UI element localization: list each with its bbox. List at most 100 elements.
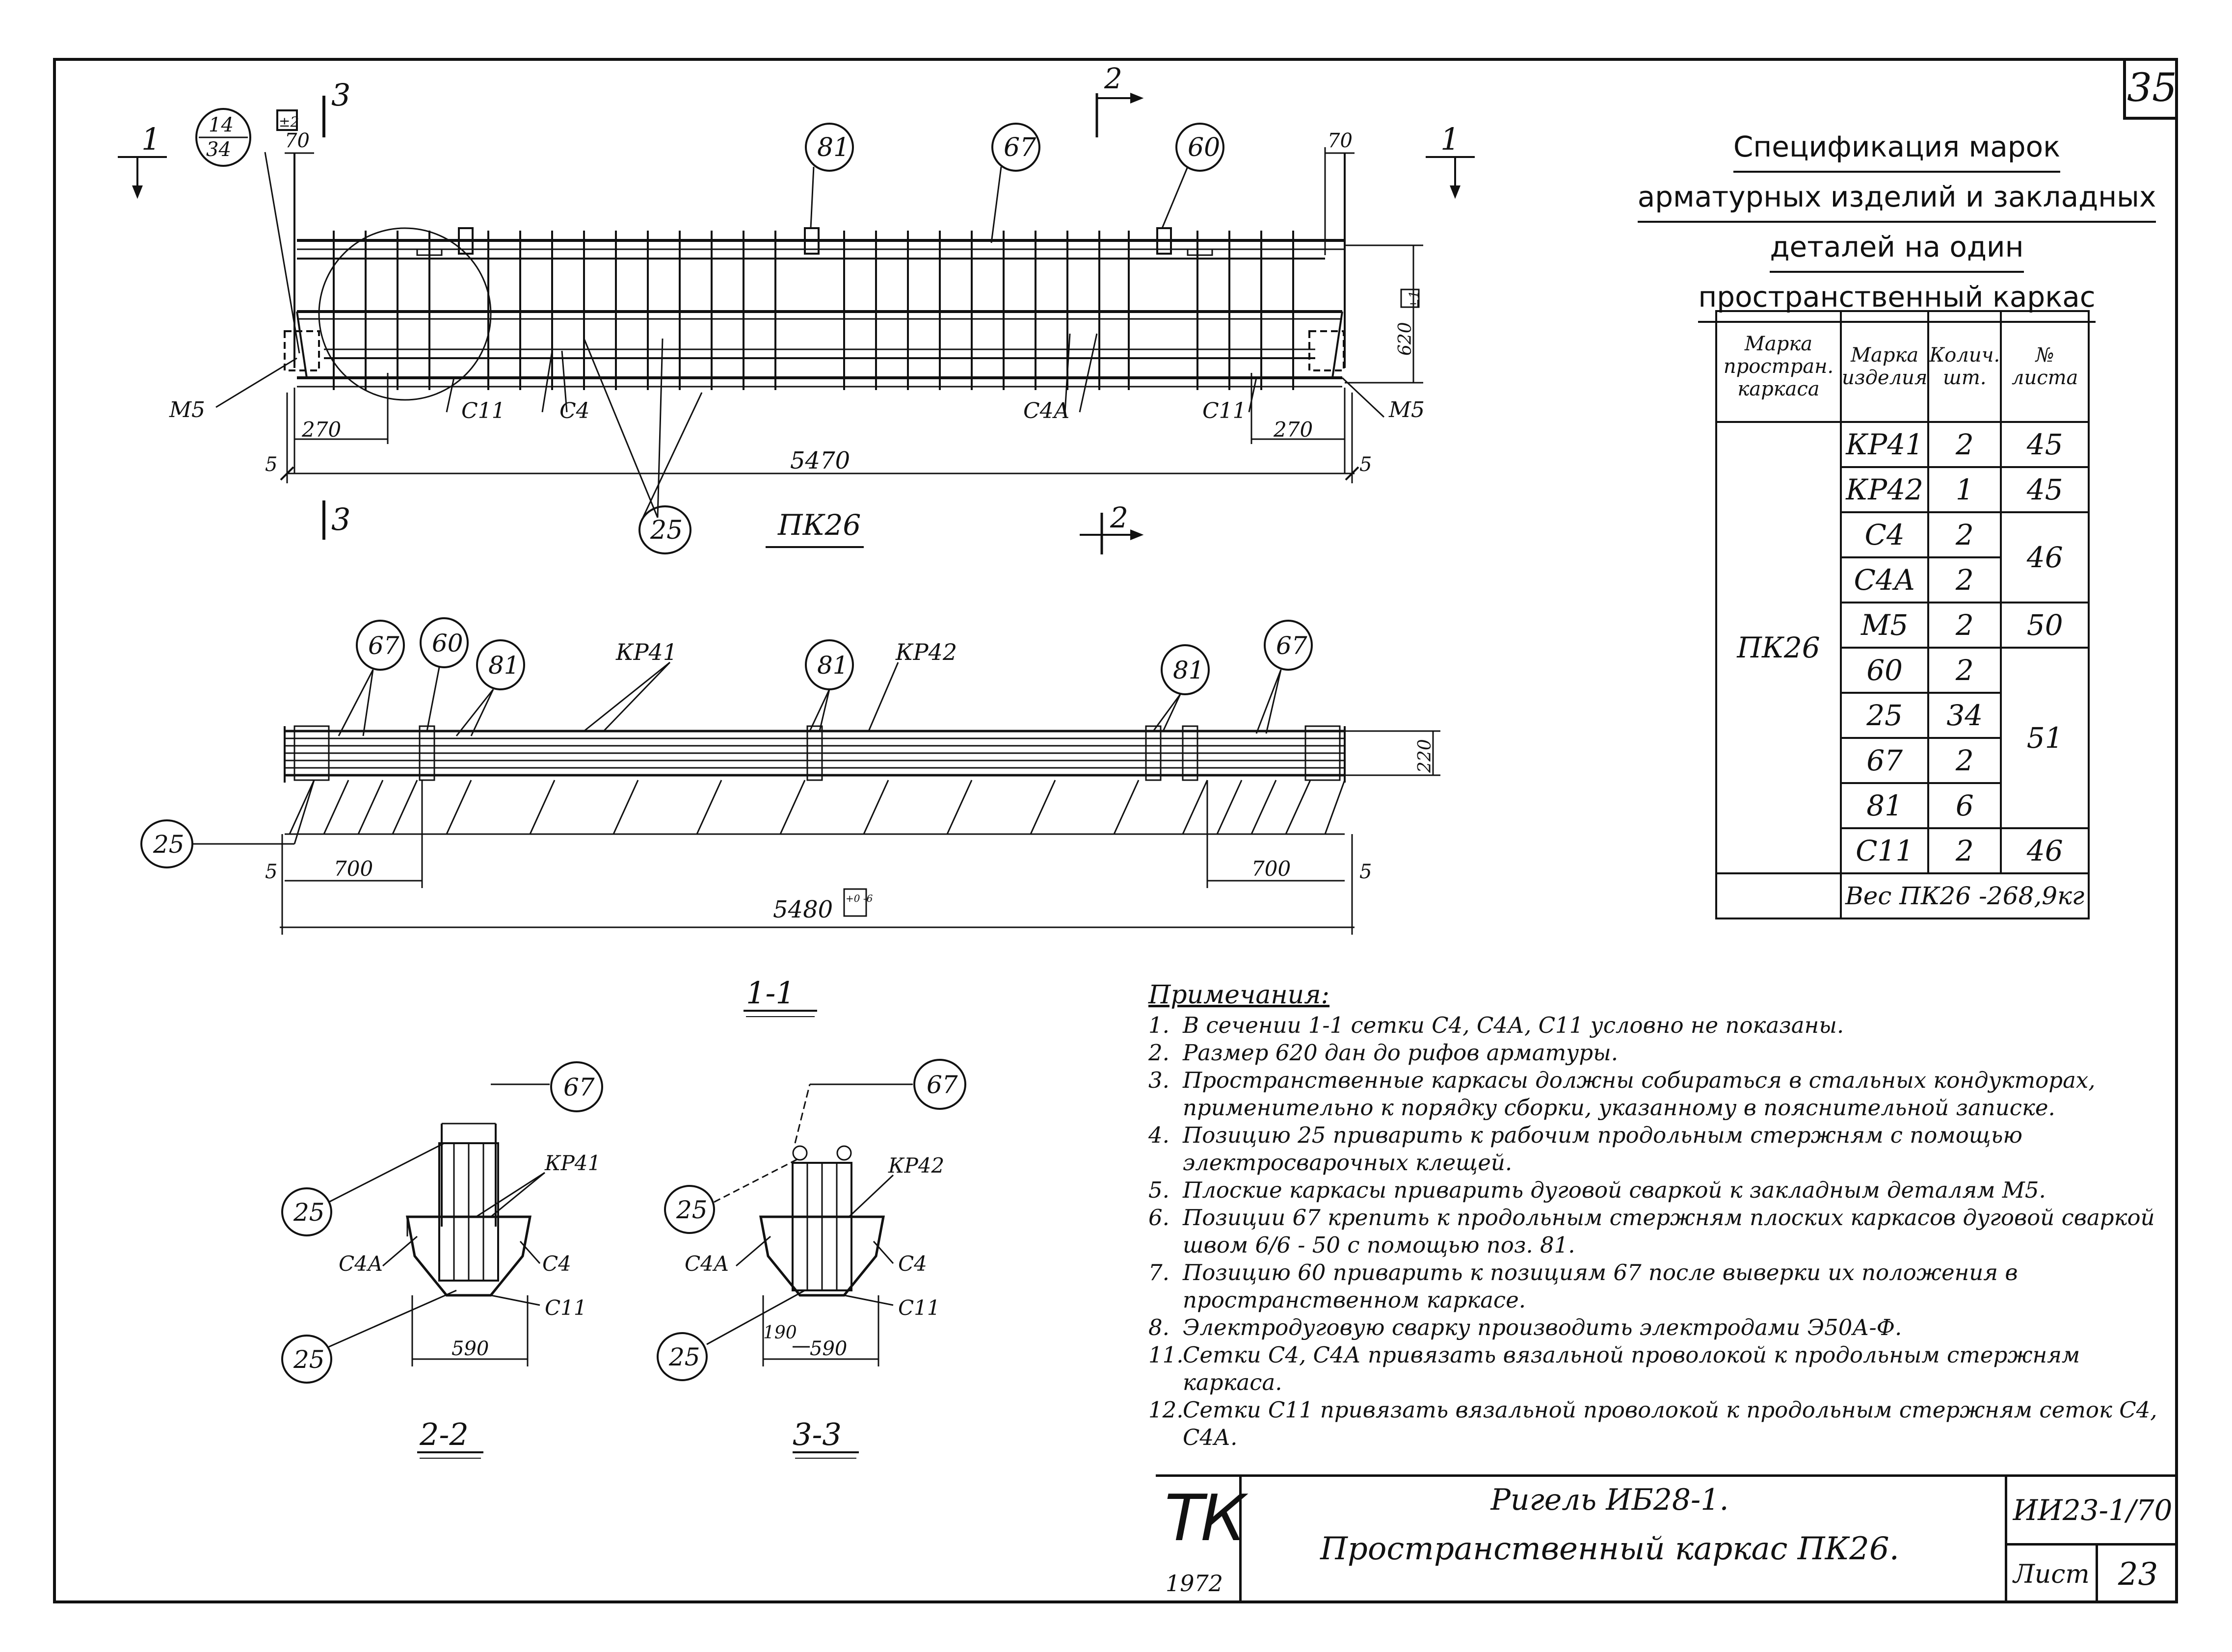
cut-1-left: 1 — [141, 121, 160, 157]
note-num: 1. — [1148, 1012, 1169, 1038]
spec-qty: 1 — [1927, 466, 2002, 513]
callout-top-den: 34 — [206, 138, 231, 161]
spec-header-item: Марка изделия — [1839, 310, 1930, 423]
section-2-2 — [281, 1061, 603, 1459]
dim-270-left: 270 — [301, 418, 341, 442]
note-text: Сетки С4, С4А привязать вязальной провол… — [1183, 1342, 2080, 1395]
s22-label-c4: С4 — [542, 1252, 571, 1276]
spec-sheet: 45 — [2000, 466, 2090, 513]
table-row: 67 2 — [1716, 737, 2089, 784]
spec-item: КР42 — [1839, 466, 1930, 513]
dim-5480: 5480 — [773, 896, 833, 923]
note-text: Размер 620 дан до рифов арматуры. — [1183, 1040, 1619, 1066]
table-row: 25 34 — [1716, 692, 2089, 739]
dim-700-right: 700 — [1251, 857, 1291, 881]
dim-70-right: 70 — [1328, 130, 1353, 152]
cut-2-bottom: 2 — [1110, 501, 1128, 534]
cut-2-top: 2 — [1104, 62, 1122, 95]
s22-mark-67: 67 — [563, 1073, 595, 1101]
s22-mark-25-bottom: 25 — [293, 1345, 325, 1374]
drawing-frame — [53, 58, 2178, 1603]
spec-qty: 2 — [1927, 827, 2002, 874]
s22-label-kr41: КР41 — [544, 1151, 601, 1175]
note-num: 5. — [1148, 1177, 1169, 1203]
spec-header-qty: Колич. шт. — [1927, 310, 2002, 423]
note-num: 11. — [1148, 1342, 1184, 1368]
stamp-title-1: Ригель ИБ28-1. — [1490, 1483, 1729, 1517]
notes: Примечания: 1.В сечении 1-1 сетки С4, С4… — [1148, 981, 2179, 1451]
note-text: Позиции 67 крепить к продольным стержням… — [1183, 1205, 2155, 1258]
s22-dim-590: 590 — [452, 1337, 489, 1360]
spec-item: С4А — [1839, 556, 1930, 603]
spec-qty: 2 — [1927, 737, 2002, 784]
table-row: 60 2 51 — [1716, 647, 2090, 829]
s22-mark-25-top: 25 — [293, 1198, 325, 1227]
spec-sheet: 51 — [2000, 647, 2090, 829]
section-label-1-1: 1-1 — [746, 975, 795, 1011]
dim-5470: 5470 — [790, 447, 850, 474]
dim-700-left: 700 — [334, 857, 373, 881]
note-text: Пространственные каркасы должны собирать… — [1183, 1067, 2096, 1121]
mark-67: 67 — [1004, 133, 1036, 162]
spec-qty: 2 — [1927, 602, 2002, 649]
s11-label-kr41: КР41 — [615, 639, 677, 665]
spec-title-line: деталей на один — [1770, 223, 2024, 273]
s33-mark-25-bottom: 25 — [668, 1343, 700, 1371]
table-row: М5 2 50 — [1716, 602, 2090, 649]
note-num: 6. — [1148, 1205, 1169, 1231]
note-item: 8. Электродуговую сварку производить элек… — [1148, 1314, 2179, 1341]
stamp-divider — [2005, 1477, 2007, 1603]
s11-dim-5-left: 5 — [265, 861, 277, 883]
table-row: Вес ПК26 -268,9кг — [1715, 872, 2090, 919]
s33-label-kr42: КР42 — [888, 1154, 944, 1178]
spec-table: Марка простран. каркаса Марка изделия Ко… — [1715, 310, 2090, 919]
spec-qty: 2 — [1927, 556, 2002, 603]
label-m5-left: М5 — [169, 397, 205, 422]
label-c4: С4 — [559, 398, 590, 423]
spec-qty: 6 — [1927, 782, 2002, 829]
dim-270-right: 270 — [1273, 418, 1313, 442]
spec-title: Спецификация марок арматурных изделий и … — [1629, 123, 2164, 323]
note-num: 8. — [1148, 1314, 1169, 1340]
callout-top-num: 14 — [209, 114, 234, 136]
s11-mark-60: 60 — [432, 629, 463, 657]
note-num: 2. — [1148, 1040, 1169, 1066]
note-text: Позицию 60 приварить к позициям 67 после… — [1183, 1259, 2018, 1313]
sheet-number: 35 — [2123, 58, 2178, 120]
s33-label-c4a: С4А — [685, 1252, 729, 1276]
tol-pm1: ±1 — [1407, 290, 1422, 309]
s33-mark-67: 67 — [927, 1071, 958, 1099]
cut-3-bottom: 3 — [331, 501, 350, 537]
spec-item: М5 — [1839, 602, 1930, 649]
label-m5-right: М5 — [1388, 397, 1425, 422]
table-row: ПК26 КР41 2 45 — [1715, 421, 2090, 874]
note-item: 2. Размер 620 дан до рифов арматуры. — [1148, 1039, 2179, 1067]
cut-3-top: 3 — [331, 77, 350, 113]
s33-dim-590: 590 — [810, 1337, 847, 1360]
s33-dim-190: 190 — [763, 1323, 797, 1343]
note-text: Позицию 25 приварить к рабочим продольны… — [1183, 1122, 2022, 1176]
mark-25: 25 — [650, 516, 683, 545]
dim-220: 220 — [1415, 739, 1435, 773]
note-text: Электродуговую сварку производить электр… — [1183, 1314, 1902, 1340]
label-c11-right: С11 — [1202, 398, 1247, 423]
spec-header-sheet: № листа — [2000, 310, 2090, 423]
spec-title-line: Спецификация марок — [1733, 123, 2061, 173]
note-item: 5.Плоские каркасы приварить дуговой свар… — [1148, 1177, 2179, 1204]
spec-weight: Вес ПК26 -268,9кг — [1839, 872, 2090, 919]
spec-item: КР41 — [1839, 421, 1930, 468]
spec-sheet: 50 — [2000, 602, 2090, 649]
dim-5-left: 5 — [265, 453, 277, 476]
stamp-year: 1972 — [1166, 1570, 1223, 1597]
spec-frame-mark: ПК26 — [1715, 421, 1842, 874]
s11-label-kr42: КР42 — [895, 639, 957, 665]
title-block: ТК 1972 Ригель ИБ28-1. Пространственный … — [1156, 1474, 2178, 1603]
note-item: 12.Сетки С11 привязать вязальной проволо… — [1148, 1396, 2179, 1451]
note-num: 3. — [1148, 1067, 1169, 1093]
spec-sheet: 45 — [2000, 421, 2090, 468]
spec-qty: 2 — [1927, 421, 2002, 468]
section-label-2-2: 2-2 — [419, 1416, 469, 1452]
stamp-code: ИИ23-1/70 — [2007, 1477, 2178, 1546]
note-text: Сетки С11 привязать вязальной проволокой… — [1183, 1397, 2157, 1450]
